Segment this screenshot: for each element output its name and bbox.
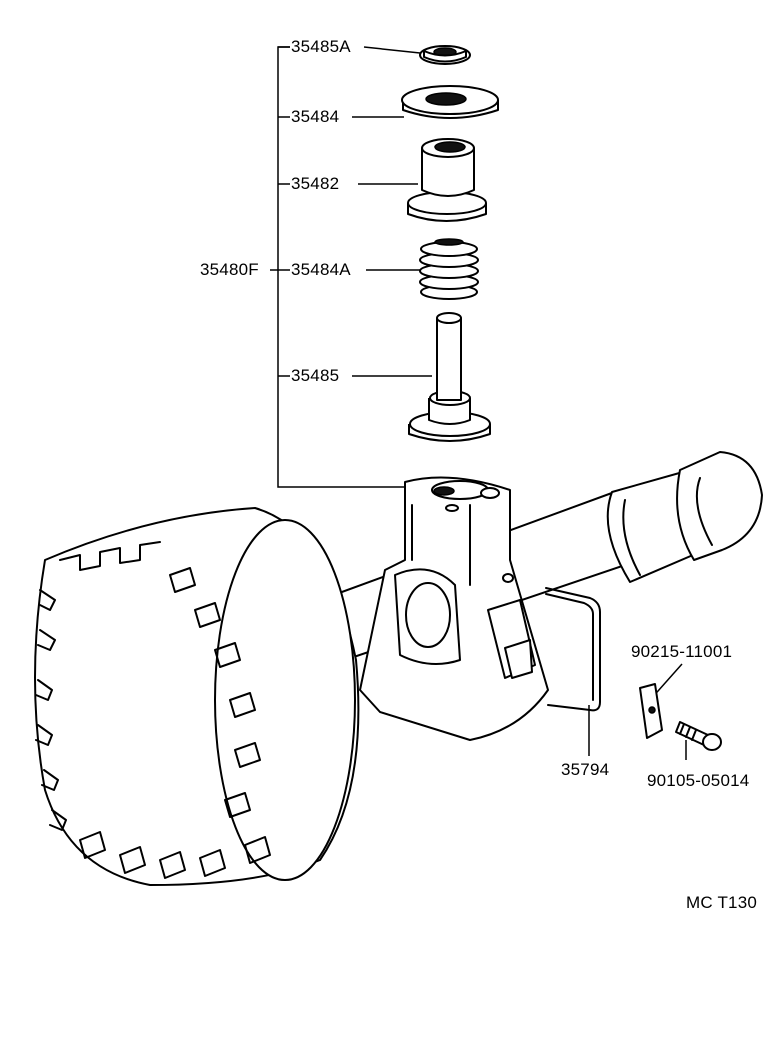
snap-ring-35485A bbox=[419, 45, 471, 65]
spring-35484A bbox=[419, 238, 479, 300]
drum bbox=[34, 507, 360, 886]
plate-90215-11001 bbox=[639, 683, 663, 739]
washer-35484 bbox=[401, 85, 499, 119]
label-35485A: 35485A bbox=[291, 37, 351, 56]
valve-stem-35485 bbox=[408, 312, 491, 442]
label-35482: 35482 bbox=[291, 174, 340, 193]
spool-35482 bbox=[407, 138, 487, 222]
assembly-bracket bbox=[270, 46, 405, 488]
label-35485: 35485 bbox=[291, 366, 340, 385]
wire-clip-35794 bbox=[545, 587, 601, 712]
bolt-90105-05014 bbox=[675, 721, 722, 751]
diagram-code: MC T130 bbox=[686, 893, 758, 912]
label-35484A: 35484A bbox=[291, 260, 351, 279]
label-35484: 35484 bbox=[291, 107, 340, 126]
label-90215-11001: 90215-11001 bbox=[631, 642, 733, 661]
label-90105-05014: 90105-05014 bbox=[647, 771, 750, 790]
label-35794: 35794 bbox=[561, 760, 610, 779]
governor-housing bbox=[359, 476, 549, 741]
label-35480F: 35480F bbox=[200, 260, 259, 279]
